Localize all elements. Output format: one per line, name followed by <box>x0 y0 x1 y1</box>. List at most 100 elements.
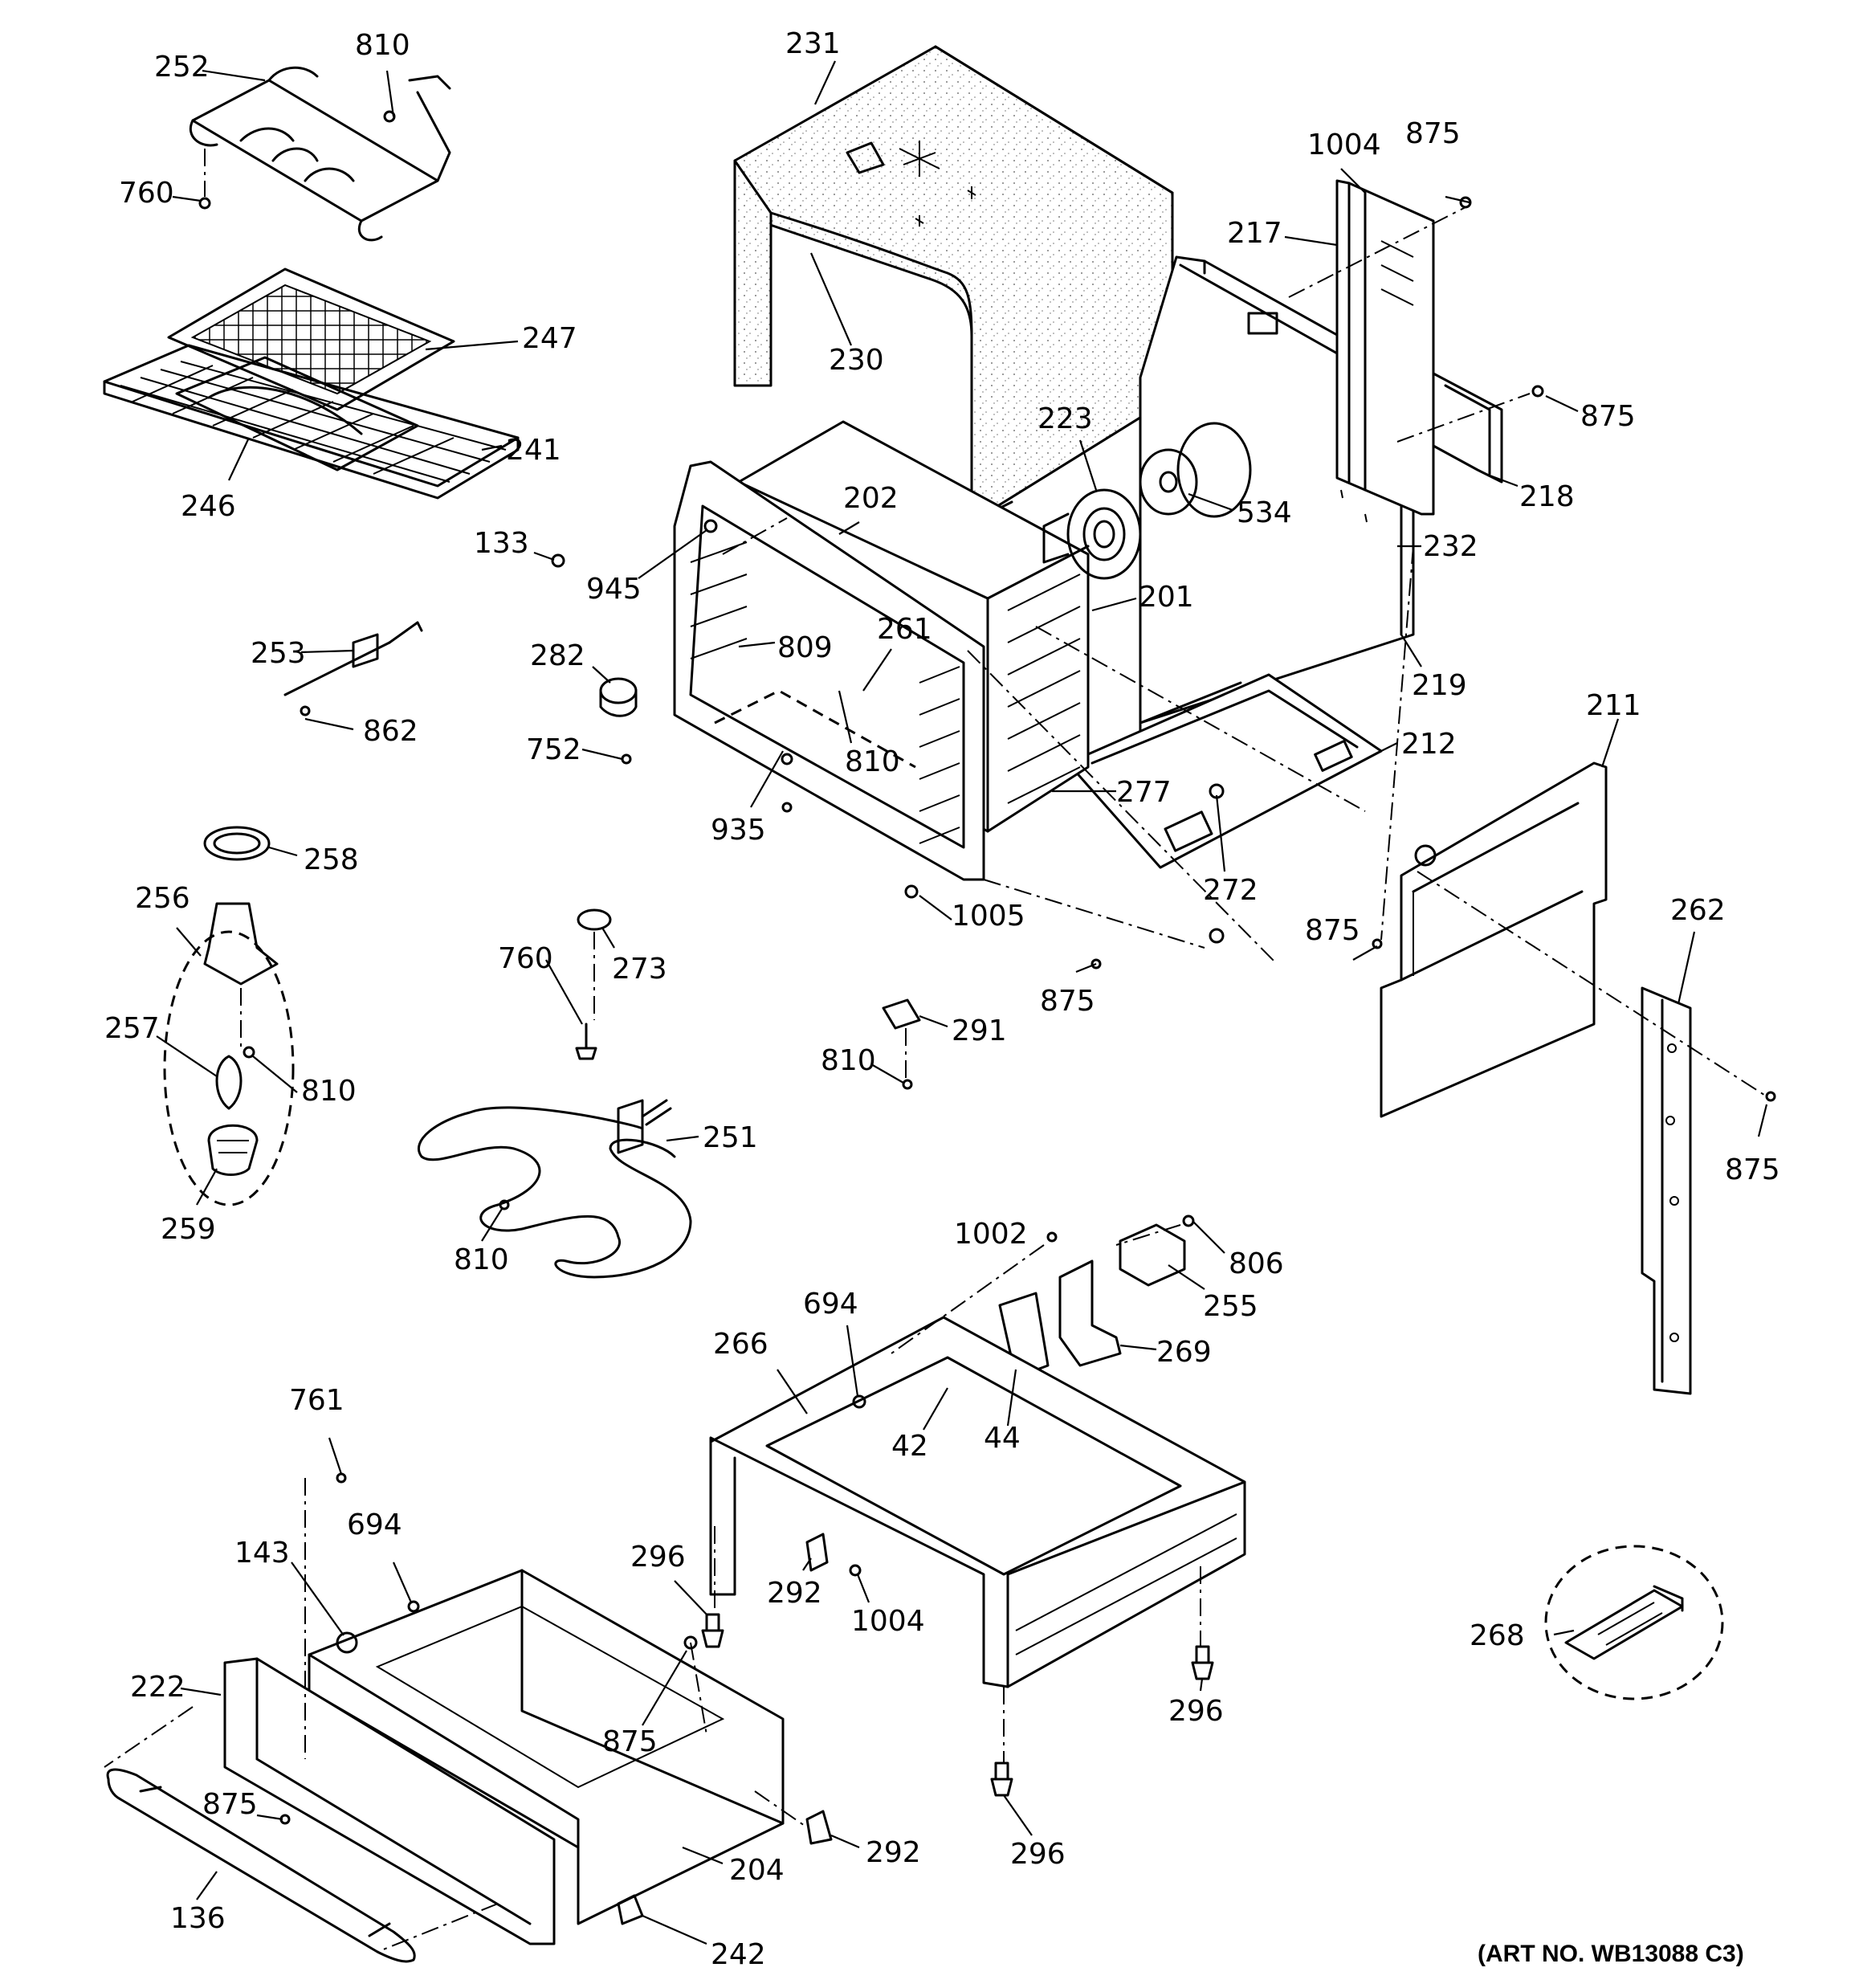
callout-252: 252 <box>154 51 210 84</box>
broil-pan-246 <box>175 356 419 471</box>
callout-246: 246 <box>181 490 236 523</box>
callout-251: 251 <box>703 1121 758 1154</box>
callout-760: 760 <box>498 942 553 975</box>
art-number: (ART NO. WB13088 C3) <box>1478 1941 1744 1967</box>
drawer-handle-136 <box>106 1768 416 1963</box>
terminal-block-255 <box>1119 1223 1186 1287</box>
clip-291 <box>882 998 921 1030</box>
callout-133: 133 <box>474 527 529 560</box>
callout-296: 296 <box>630 1541 686 1574</box>
callout-945: 945 <box>586 573 642 606</box>
callout-282: 282 <box>530 639 585 672</box>
callout-262: 262 <box>1670 894 1726 927</box>
callout-223: 223 <box>1037 402 1093 435</box>
fasteners <box>198 110 1776 1825</box>
callout-217: 217 <box>1227 217 1282 250</box>
callout-292: 292 <box>767 1577 822 1610</box>
callout-143: 143 <box>234 1537 290 1570</box>
callout-261: 261 <box>877 613 932 646</box>
outer-wrapper-231 <box>733 45 1174 524</box>
callout-232: 232 <box>1423 530 1478 563</box>
callout-809: 809 <box>777 631 833 664</box>
callout-253: 253 <box>251 637 306 670</box>
callout-875: 875 <box>1040 985 1095 1018</box>
drawer-chassis-266 <box>709 1316 1246 1688</box>
callout-202: 202 <box>843 482 899 515</box>
callout-296: 296 <box>1010 1838 1066 1871</box>
drawer-front-222 <box>223 1657 556 1945</box>
callout-257: 257 <box>104 1012 160 1045</box>
callout-42: 42 <box>891 1430 928 1463</box>
rear-cover-211 <box>1380 761 1608 1118</box>
callout-44: 44 <box>984 1422 1021 1455</box>
callout-247: 247 <box>522 322 577 355</box>
callout-268: 268 <box>1470 1619 1525 1652</box>
broil-element-252 <box>189 66 451 242</box>
callout-534: 534 <box>1237 496 1292 529</box>
callout-875: 875 <box>1405 117 1461 150</box>
callout-935: 935 <box>711 814 766 847</box>
callout-752: 752 <box>526 733 581 766</box>
callout-296: 296 <box>1168 1695 1224 1728</box>
oven-rack-241 <box>103 344 520 500</box>
callout-810: 810 <box>355 29 410 62</box>
callout-212: 212 <box>1401 728 1457 761</box>
callout-204: 204 <box>729 1854 785 1887</box>
callout-810: 810 <box>821 1044 876 1077</box>
callout-875: 875 <box>202 1788 258 1821</box>
fan-motor-223 <box>1042 488 1142 580</box>
callout-292: 292 <box>866 1836 921 1869</box>
callout-258: 258 <box>304 843 359 876</box>
fan-baffle-534 <box>1139 448 1198 516</box>
rear-bracket-218 <box>1432 372 1503 484</box>
callout-875: 875 <box>1725 1153 1780 1186</box>
bake-element-251 <box>418 1099 692 1279</box>
callout-218: 218 <box>1519 480 1575 513</box>
knob-282 <box>599 677 638 717</box>
callout-231: 231 <box>785 27 841 60</box>
gasket-258 <box>203 826 271 861</box>
callout-222: 222 <box>130 1671 185 1704</box>
callout-694: 694 <box>347 1508 402 1541</box>
bracket-269 <box>1058 1259 1122 1367</box>
callout-219: 219 <box>1412 669 1467 702</box>
callout-875: 875 <box>1580 400 1636 433</box>
callout-266: 266 <box>713 1328 768 1361</box>
callout-810: 810 <box>845 745 900 778</box>
callout-242: 242 <box>711 1938 766 1971</box>
leveling-leg-296c <box>990 1761 1013 1797</box>
callout-1002: 1002 <box>954 1218 1028 1251</box>
callout-272: 272 <box>1203 874 1258 907</box>
callout-230: 230 <box>829 344 884 377</box>
bracket-273 <box>577 908 612 931</box>
callout-255: 255 <box>1203 1290 1258 1323</box>
callout-875: 875 <box>1305 914 1360 947</box>
callout-806: 806 <box>1229 1247 1284 1280</box>
callout-277: 277 <box>1116 776 1172 809</box>
callout-136: 136 <box>170 1902 226 1935</box>
broil-pan-insert-247 <box>167 267 455 411</box>
callout-694: 694 <box>803 1288 858 1321</box>
callout-760: 760 <box>119 177 174 210</box>
callout-273: 273 <box>612 953 667 986</box>
callout-1004: 1004 <box>851 1605 925 1638</box>
callout-862: 862 <box>363 715 418 748</box>
leader-lines <box>156 60 1768 1945</box>
temp-sensor-253 <box>283 621 423 696</box>
callout-241: 241 <box>506 434 561 467</box>
callout-875: 875 <box>602 1725 658 1758</box>
callout-201: 201 <box>1139 581 1194 614</box>
leveling-leg-296a <box>701 1613 724 1648</box>
callout-291: 291 <box>952 1014 1007 1047</box>
leveling-leg-296b <box>1191 1645 1214 1680</box>
callout-211: 211 <box>1586 689 1641 722</box>
callout-810: 810 <box>301 1075 357 1108</box>
callout-269: 269 <box>1156 1336 1212 1369</box>
callout-761: 761 <box>289 1384 344 1417</box>
floor-panel-212 <box>1066 673 1383 869</box>
vertical-strip-262 <box>1641 986 1692 1395</box>
callout-810: 810 <box>454 1243 509 1276</box>
clip-292a <box>805 1533 829 1572</box>
clip-292b <box>805 1810 833 1845</box>
